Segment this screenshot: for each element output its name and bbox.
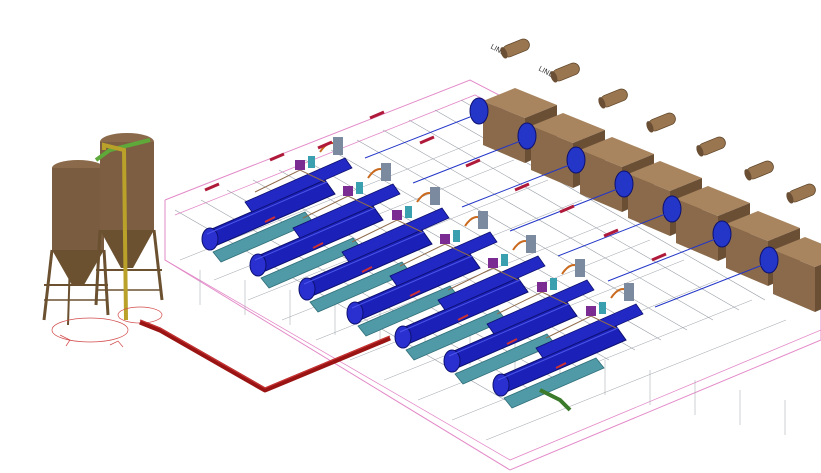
blue-line <box>412 139 524 184</box>
red-marker <box>651 252 667 262</box>
motor-box <box>624 283 634 301</box>
motor-box <box>430 187 440 205</box>
heat-exchanger-icon <box>394 235 546 361</box>
blue-line <box>607 237 719 282</box>
tank-row <box>500 38 816 204</box>
exchanger-end-cap <box>346 301 364 325</box>
exchanger-end-cap <box>201 227 219 251</box>
exchanger-end-cap <box>443 349 461 373</box>
valve-block <box>550 278 557 290</box>
exchanger-rows <box>201 110 667 409</box>
red-main-pipe <box>139 319 391 393</box>
valve-block <box>356 182 363 194</box>
heat-exchanger-icon <box>443 259 595 385</box>
hx-cap <box>614 170 634 198</box>
red-marker <box>603 228 619 238</box>
green-bottom-pipe <box>539 388 572 412</box>
grid-line <box>315 219 617 341</box>
hx-cap <box>712 220 732 248</box>
valve-block <box>295 160 305 170</box>
valve-block <box>488 258 498 268</box>
hx-cap <box>759 246 779 274</box>
tank-icon <box>696 136 726 157</box>
valve-block <box>308 156 315 168</box>
tank-icon <box>744 160 774 181</box>
heat-exchanger-icon <box>249 163 401 289</box>
exchanger-end-cap <box>298 277 316 301</box>
valve-block <box>392 210 402 220</box>
blue-line <box>461 163 573 208</box>
grid-line <box>451 299 753 421</box>
exchanger-end-cap <box>394 325 412 349</box>
valve-block <box>537 282 547 292</box>
valve-block <box>440 234 450 244</box>
blue-line <box>557 212 669 257</box>
red-marker <box>317 140 333 150</box>
hx-cap <box>566 146 586 174</box>
red-marker <box>559 204 575 214</box>
red-marker <box>419 135 435 145</box>
yellow-pipe <box>102 142 128 321</box>
hx-cap <box>662 195 682 223</box>
heat-exchanger-icon <box>346 211 498 337</box>
valve-block <box>453 230 460 242</box>
blue-line <box>654 263 766 308</box>
hx-cap <box>517 122 537 150</box>
red-pipe-highlight <box>139 319 391 389</box>
valve-block <box>343 186 353 196</box>
red-marker <box>465 158 481 168</box>
pump-icon <box>503 357 605 409</box>
tank-icon <box>598 88 628 109</box>
valve-block <box>405 206 412 218</box>
motor-box <box>333 137 343 155</box>
housing-row <box>364 88 821 312</box>
red-marker <box>369 110 385 120</box>
valve-block <box>501 254 508 266</box>
equipment-housing-icon <box>654 237 821 312</box>
motor-box <box>478 211 488 229</box>
blue-line <box>364 114 476 159</box>
heat-exchanger-icon <box>298 187 450 313</box>
heat-exchanger-icon <box>201 137 353 263</box>
valve-block <box>586 306 596 316</box>
tank-icon <box>550 62 580 83</box>
motor-box <box>526 235 536 253</box>
tank-icon <box>500 38 530 59</box>
red-marker <box>514 182 530 192</box>
tank-icon <box>646 112 676 133</box>
grid-line <box>382 129 714 321</box>
tank-icon <box>786 183 816 204</box>
red-marker <box>204 182 220 192</box>
valve-block <box>599 302 606 314</box>
hx-cap <box>469 97 489 125</box>
silo-group <box>42 133 164 348</box>
grid-line <box>485 319 787 441</box>
exchanger-end-cap <box>249 253 267 277</box>
heat-exchanger-icon <box>492 283 644 409</box>
motor-box <box>575 259 585 277</box>
grid-line <box>408 119 740 311</box>
motor-box <box>381 163 391 181</box>
exchanger-end-cap <box>492 373 510 397</box>
red-marker <box>269 152 285 162</box>
floor-edge-pink <box>164 259 821 461</box>
